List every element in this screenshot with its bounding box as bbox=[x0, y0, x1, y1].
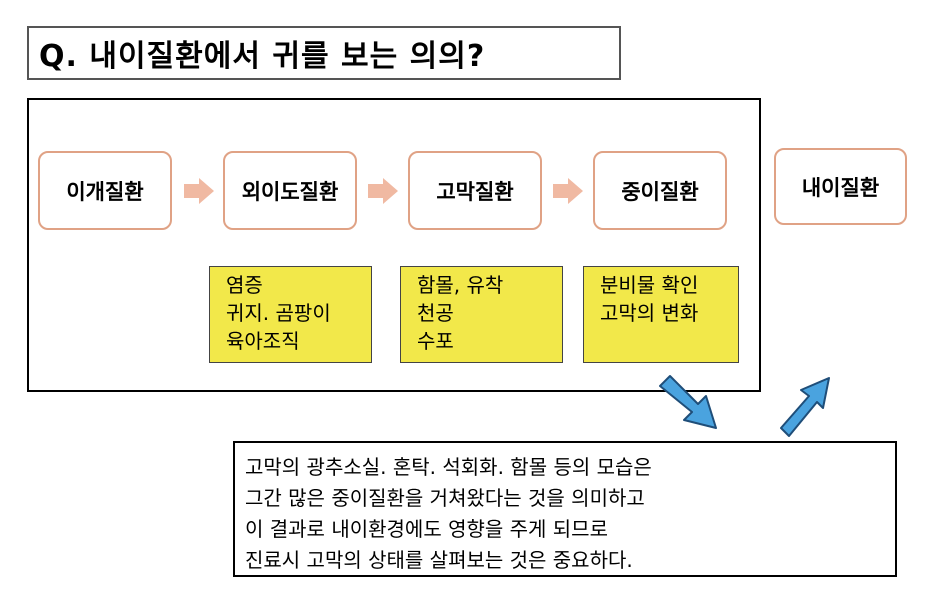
note-line: 천공 bbox=[417, 301, 454, 325]
summary-box: 고막의 광추소실. 혼탁. 석회화. 함몰 등의 모습은 그간 많은 중이질환을… bbox=[233, 441, 897, 577]
stage-label: 외이도질환 bbox=[241, 179, 339, 204]
note-line: 염증 bbox=[226, 273, 263, 297]
stage-eardrum-disease: 고막질환 bbox=[408, 151, 542, 230]
note-line: 함몰, 유착 bbox=[417, 273, 504, 297]
note-line: 고막의 변화 bbox=[600, 301, 699, 325]
note-line: 수포 bbox=[417, 329, 454, 353]
stage-external-canal-disease: 외이도질환 bbox=[223, 151, 357, 230]
note-middle-ear-findings: 분비물 확인 고막의 변화 bbox=[583, 266, 739, 363]
page-title-text: Q. 내이질환에서 귀를 보는 의의? bbox=[39, 39, 486, 74]
summary-line: 이 결과로 내이환경에도 영향을 주게 되므로 bbox=[245, 517, 608, 541]
stage-inner-ear-disease: 내이질환 bbox=[774, 148, 907, 225]
stage-label: 내이질환 bbox=[801, 175, 880, 200]
note-external-canal-findings: 염증 귀지. 곰팡이 육아조직 bbox=[209, 266, 372, 363]
page-title: Q. 내이질환에서 귀를 보는 의의? bbox=[27, 26, 621, 80]
stage-label: 고막질환 bbox=[436, 179, 514, 204]
up-right-block-arrow-icon bbox=[780, 377, 830, 437]
stage-middle-ear-disease: 중이질환 bbox=[593, 151, 727, 230]
summary-line: 고막의 광추소실. 혼탁. 석회화. 함몰 등의 모습은 bbox=[245, 455, 652, 479]
note-eardrum-findings: 함몰, 유착 천공 수포 bbox=[400, 266, 563, 363]
right-arrow-icon bbox=[368, 178, 398, 204]
summary-line: 진료시 고막의 상태를 살펴보는 것은 중요하다. bbox=[245, 548, 633, 572]
right-arrow-icon bbox=[184, 178, 214, 204]
stage-auricle-disease: 이개질환 bbox=[38, 151, 172, 230]
note-line: 분비물 확인 bbox=[600, 273, 699, 297]
note-line: 귀지. 곰팡이 bbox=[226, 301, 331, 325]
right-arrow-icon bbox=[553, 178, 583, 204]
stage-label: 이개질환 bbox=[66, 179, 144, 204]
note-line: 육아조직 bbox=[226, 329, 300, 353]
summary-line: 그간 많은 중이질환을 거쳐왔다는 것을 의미하고 bbox=[245, 486, 645, 510]
down-right-block-arrow-icon bbox=[659, 375, 717, 429]
stage-label: 중이질환 bbox=[621, 179, 699, 204]
